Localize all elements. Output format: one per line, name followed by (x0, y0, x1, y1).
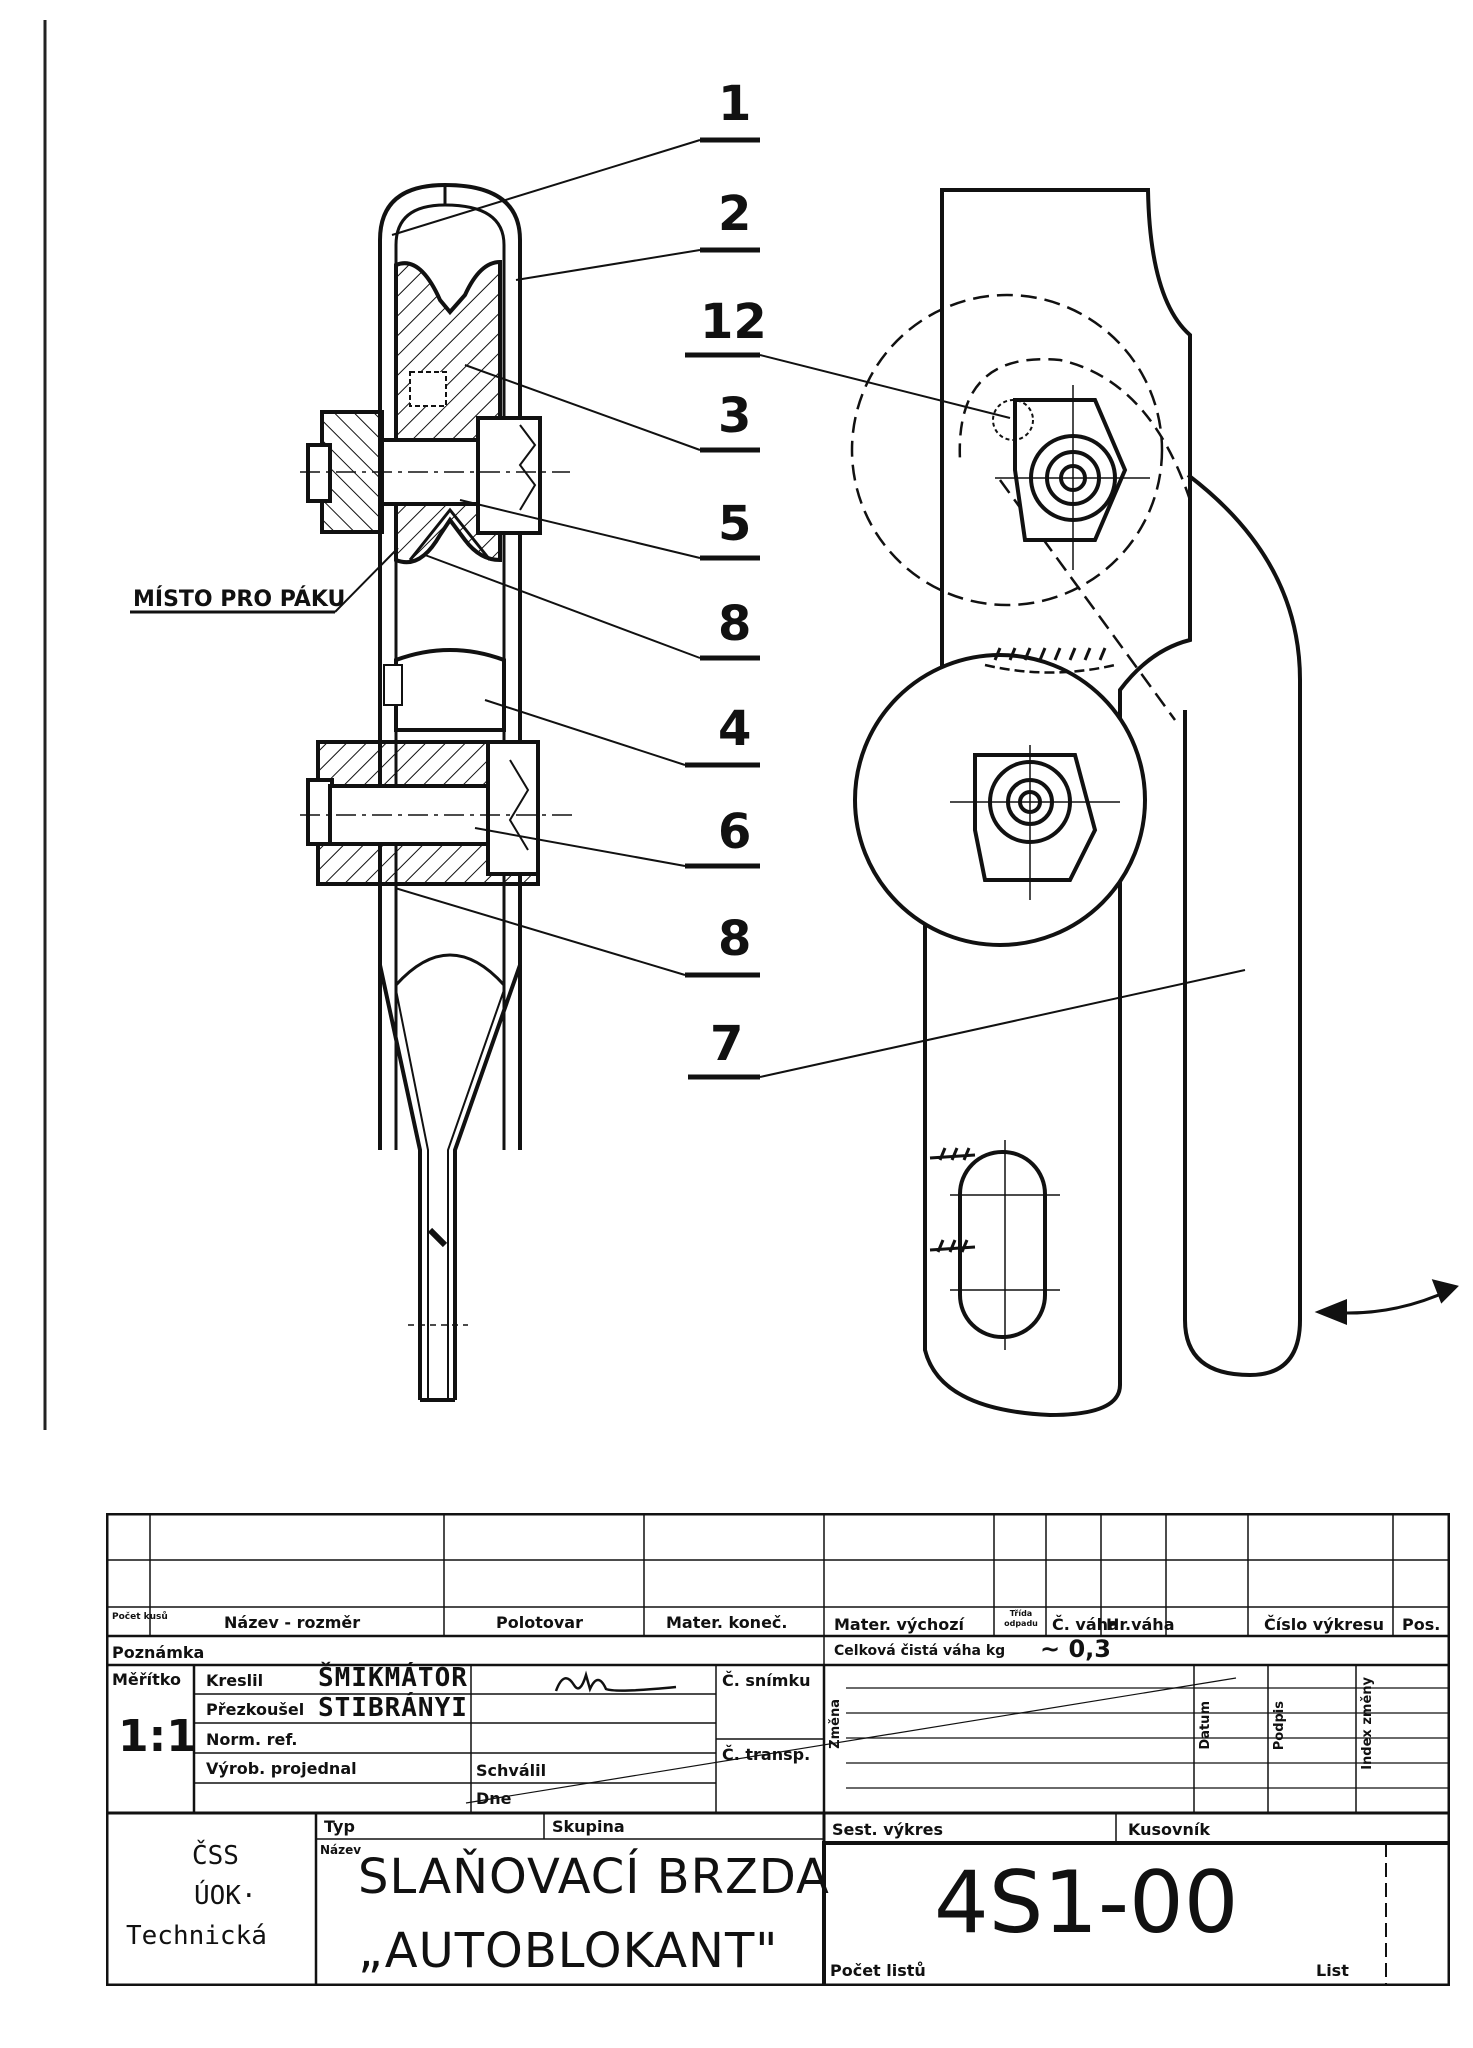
dne-label: Dne (476, 1789, 512, 1808)
index-zmeny-label: Index změny (1360, 1677, 1375, 1770)
datum-label: Datum (1198, 1701, 1213, 1750)
callout-8-upper: 8 (424, 554, 760, 661)
svg-text:3: 3 (718, 388, 751, 444)
c-snimku-label: Č. snímku (722, 1671, 811, 1690)
col-polotovar: Polotovar (496, 1613, 583, 1632)
norm-ref-label: Norm. ref. (206, 1730, 298, 1749)
place-note: MÍSTO PRO PÁKU (130, 547, 399, 614)
prezkousel-label: Přezkoušel (206, 1700, 305, 1719)
svg-text:6: 6 (718, 804, 751, 860)
title-block: Počet kusů Název - rozměr Polotovar Mate… (106, 1513, 1450, 1986)
svg-text:5: 5 (718, 496, 751, 552)
celkova-vaha-value: ~ 0,3 (1040, 1635, 1111, 1663)
col-hr-vaha: Hr.váha (1106, 1615, 1175, 1634)
schvalil-label: Schválil (476, 1761, 547, 1780)
celkova-vaha-label: Celková čistá váha kg (834, 1643, 1006, 1659)
col-nazev-rozmer: Název - rozměr (224, 1613, 361, 1632)
list-label: List (1316, 1961, 1349, 1980)
drawing-number: 4S1-00 (934, 1853, 1239, 1953)
front-view (850, 188, 1459, 1418)
drawing-title-line1: SLAŇOVACÍ BRZDA (358, 1849, 830, 1905)
podpis-label: Podpis (1272, 1701, 1287, 1751)
title-block-grid (106, 1513, 1450, 1986)
side-section-view (300, 182, 575, 1402)
col-cislo-vykresu: Číslo výkresu (1264, 1615, 1384, 1634)
skupina-label: Skupina (552, 1817, 625, 1836)
org-line3: Technická (126, 1921, 267, 1951)
col-mater-vychozi: Mater. výchozí (834, 1615, 964, 1634)
svg-text:2: 2 (718, 186, 751, 242)
vyrob-projednal-label: Výrob. projednal (206, 1759, 357, 1778)
callout-8-lower: 8 (394, 887, 760, 978)
sest-vykres-label: Sest. výkres (832, 1820, 943, 1839)
typ-label: Typ (324, 1817, 355, 1836)
col-c-vaha: Č. váha (1052, 1615, 1119, 1634)
drawing-title-line2: „AUTOBLOKANT" (358, 1923, 779, 1979)
callout-3: 3 (464, 364, 760, 453)
callout-7: 7 (688, 969, 1246, 1080)
prezkousel-value: STIBRÁNYI (318, 1693, 468, 1723)
callout-4: 4 (484, 699, 760, 768)
kreslil-label: Kreslil (206, 1671, 264, 1690)
org-line2: ÚOK· (194, 1881, 257, 1911)
meritko-label: Měřítko (112, 1670, 181, 1689)
nazev-label: Název (320, 1843, 362, 1857)
callout-12: 12 (685, 294, 1011, 419)
svg-text:8: 8 (718, 911, 751, 967)
col-pos: Pos. (1402, 1615, 1441, 1634)
callouts: 1 2 12 3 5 8 4 (391, 76, 1246, 1080)
technical-drawing: MÍSTO PRO PÁKU (43, 20, 1459, 1430)
place-note-text: MÍSTO PRO PÁKU (133, 586, 345, 612)
callout-1: 1 (391, 76, 760, 236)
col-mater-konec: Mater. koneč. (666, 1613, 788, 1632)
svg-text:1: 1 (718, 76, 751, 132)
svg-text:4: 4 (718, 701, 751, 757)
col-pocet-kusu: Počet kusů (112, 1612, 168, 1622)
kreslil-value: ŠMIKMÁTOR (318, 1663, 468, 1693)
zmena-label: Změna (828, 1699, 843, 1749)
pocet-listu-label: Počet listů (830, 1961, 926, 1980)
svg-text:8: 8 (718, 596, 751, 652)
signature (554, 1670, 677, 1693)
svg-text:12: 12 (700, 294, 767, 350)
col-trida-odpadu: Třída odpadu (1004, 1609, 1038, 1628)
org-line1: ČSS (192, 1841, 239, 1871)
c-transp-label: Č. transp. (722, 1745, 811, 1764)
poznamka-label: Poznámka (112, 1643, 205, 1662)
kusovnik-label: Kusovník (1128, 1820, 1210, 1839)
callout-5: 5 (459, 496, 760, 561)
callout-2: 2 (515, 186, 760, 281)
svg-text:7: 7 (710, 1016, 743, 1072)
meritko-value: 1:1 (118, 1711, 197, 1762)
callout-6: 6 (474, 804, 760, 869)
